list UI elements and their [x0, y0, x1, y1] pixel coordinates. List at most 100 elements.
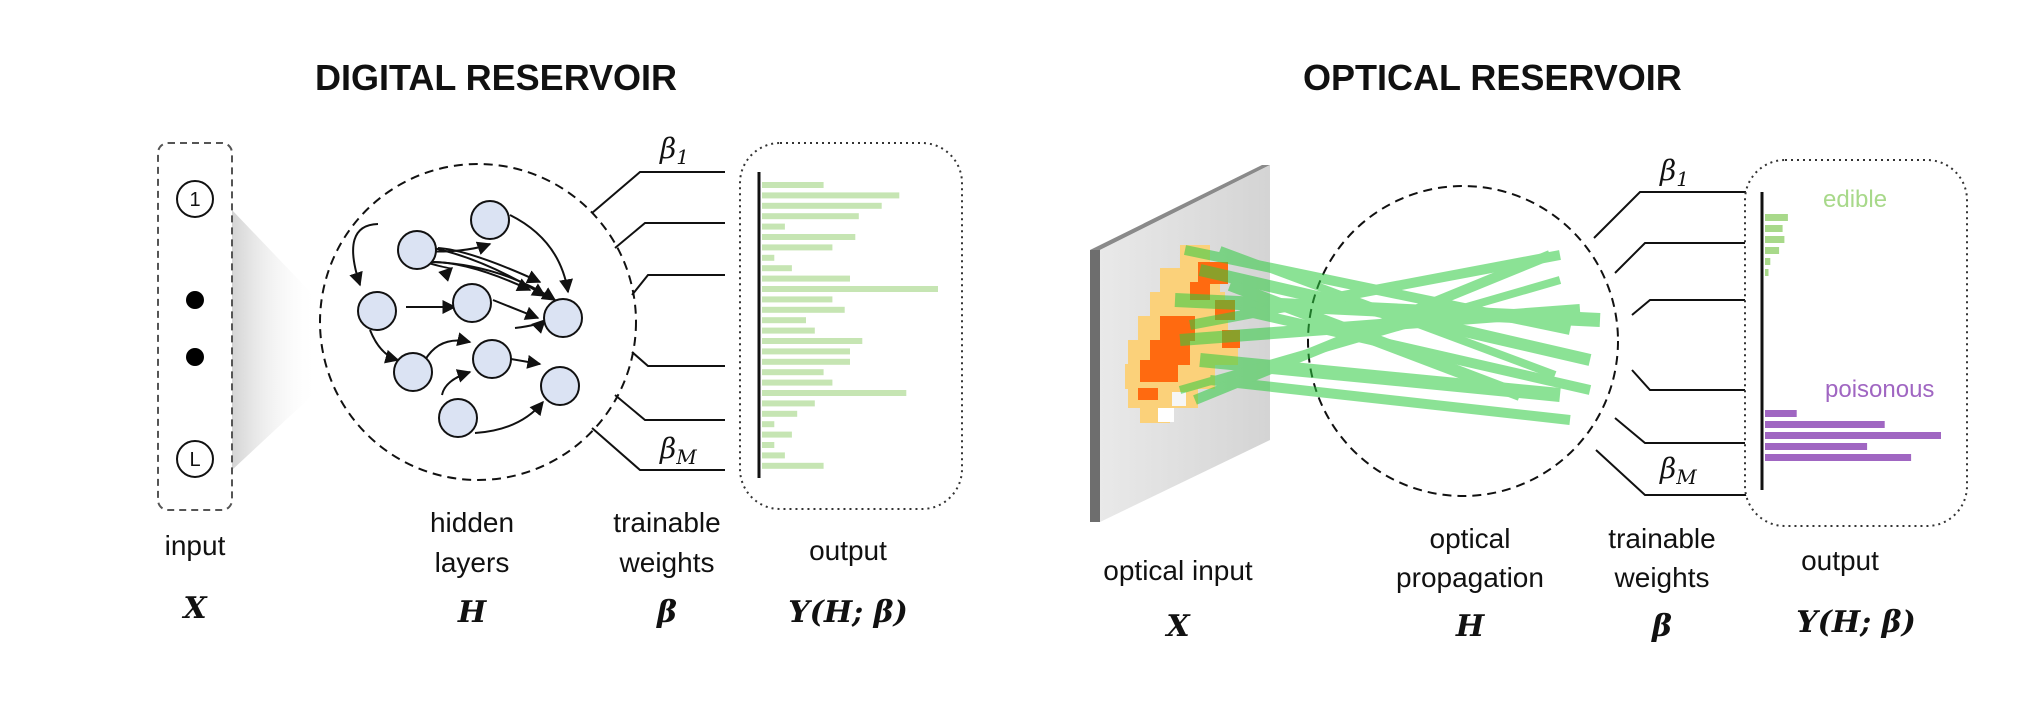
optical-reservoir-panel: OPTICAL RESERVOIR β1 βM edible poisonous… [1090, 57, 1968, 644]
input-ellipsis-dot [186, 291, 204, 309]
input-ellipsis-dot [186, 348, 204, 366]
output-bar [762, 275, 850, 282]
optical-propagation-boundary [1307, 185, 1619, 497]
weight-line [1595, 449, 1755, 496]
edible-output-bar [1765, 225, 1783, 232]
optical-input-label: optical input [1103, 555, 1253, 586]
optical-input-symbol: X [1164, 609, 1191, 644]
class-edible-label: edible [1823, 186, 1887, 213]
pixel-cell [1158, 408, 1174, 422]
output-bar [762, 223, 785, 230]
poisonous-output-bar [1765, 454, 1912, 461]
hidden-layer-boundary [319, 163, 637, 481]
input-node-last-label: L [189, 449, 200, 471]
output-bar [762, 348, 850, 355]
weight-line [631, 274, 725, 296]
edible-output-bar [1765, 269, 1769, 276]
network-edge [514, 319, 546, 334]
output-bar [762, 244, 833, 251]
output-bar [762, 306, 845, 313]
pixel-cell [1138, 388, 1158, 400]
output-bar [762, 202, 882, 209]
output-bar [762, 182, 824, 188]
digital-reservoir-panel: DIGITAL RESERVOIR 1 L [157, 57, 963, 630]
optical-weights-label-line1: trainable [1608, 523, 1715, 554]
weight-line [1631, 369, 1755, 391]
output-bar [762, 265, 792, 272]
weight-line [631, 351, 725, 367]
output-bar [762, 390, 907, 396]
light-beams [1174, 245, 1601, 425]
output-bar [762, 213, 859, 220]
poisonous-output-bar [1765, 443, 1868, 450]
hidden-neuron [452, 283, 492, 323]
pixel-cell [1172, 392, 1186, 406]
light-beam [1238, 305, 1592, 395]
optical-output-label: output [1801, 545, 1879, 576]
poisonous-output-bar [1765, 432, 1941, 439]
digital-output-symbol: Y(H; β) [788, 595, 908, 630]
network-edge [509, 214, 573, 294]
hidden-neuron [438, 398, 478, 438]
hidden-layer-network [349, 214, 573, 434]
input-plate-top [1090, 165, 1270, 250]
beta-first-label: β1 [659, 132, 689, 169]
network-edge [441, 369, 472, 396]
optical-hidden-label-line2: propagation [1396, 562, 1544, 593]
weight-line [1593, 191, 1755, 239]
input-node-last [176, 440, 214, 478]
digital-input-label: input [165, 530, 226, 561]
edible-output-bar [1765, 214, 1788, 221]
pixel-cell [1140, 360, 1178, 382]
hidden-neuron [470, 200, 510, 240]
output-bar [762, 400, 815, 407]
output-bar [762, 192, 900, 199]
output-bar [762, 379, 833, 386]
hidden-neuron [540, 366, 580, 406]
weight-line [1614, 417, 1755, 444]
hidden-neuron [543, 298, 583, 338]
poisonous-output-bar [1765, 410, 1797, 417]
network-edge [492, 299, 540, 320]
network-edge [437, 247, 542, 284]
weight-line [614, 394, 725, 421]
weight-line [1631, 299, 1755, 316]
output-bar [762, 254, 775, 261]
input-plate-side [1090, 250, 1100, 522]
digital-hidden-label-line1: hidden [430, 507, 514, 538]
optical-weights-symbol: β [1651, 609, 1672, 644]
hidden-neuron [357, 291, 397, 331]
output-bar [762, 452, 785, 459]
weight-line [614, 222, 725, 249]
hidden-neuron [472, 339, 512, 379]
digital-title: DIGITAL RESERVOIR [315, 57, 677, 98]
digital-weight-lines [591, 171, 725, 471]
output-bar [762, 462, 824, 469]
hidden-neuron [393, 352, 433, 392]
network-edge [369, 329, 400, 364]
optical-weight-lines [1593, 191, 1755, 496]
edible-output-bar [1765, 236, 1785, 243]
output-bar [762, 296, 833, 303]
digital-output-label: output [809, 535, 887, 566]
input-node-first [176, 180, 214, 218]
beta-first-label: β1 [1659, 154, 1689, 191]
output-bar [762, 431, 792, 438]
output-bar [762, 410, 798, 417]
edible-output-bars [1765, 214, 1788, 276]
digital-input-symbol: X [181, 591, 208, 626]
output-bar [762, 369, 824, 376]
output-bar [762, 286, 938, 292]
digital-weights-label-line2: weights [619, 547, 715, 578]
digital-weights-label-line1: trainable [613, 507, 720, 538]
optical-title: OPTICAL RESERVOIR [1303, 57, 1682, 98]
output-bar [762, 327, 815, 334]
weight-line [1614, 242, 1755, 274]
optical-hidden-label-line1: optical [1430, 523, 1511, 554]
class-poisonous-label: poisonous [1825, 376, 1934, 403]
digital-output-bars [762, 182, 938, 469]
light-beam [1193, 250, 1552, 405]
hidden-neurons [357, 200, 583, 438]
beta-last-label: βM [659, 432, 697, 469]
